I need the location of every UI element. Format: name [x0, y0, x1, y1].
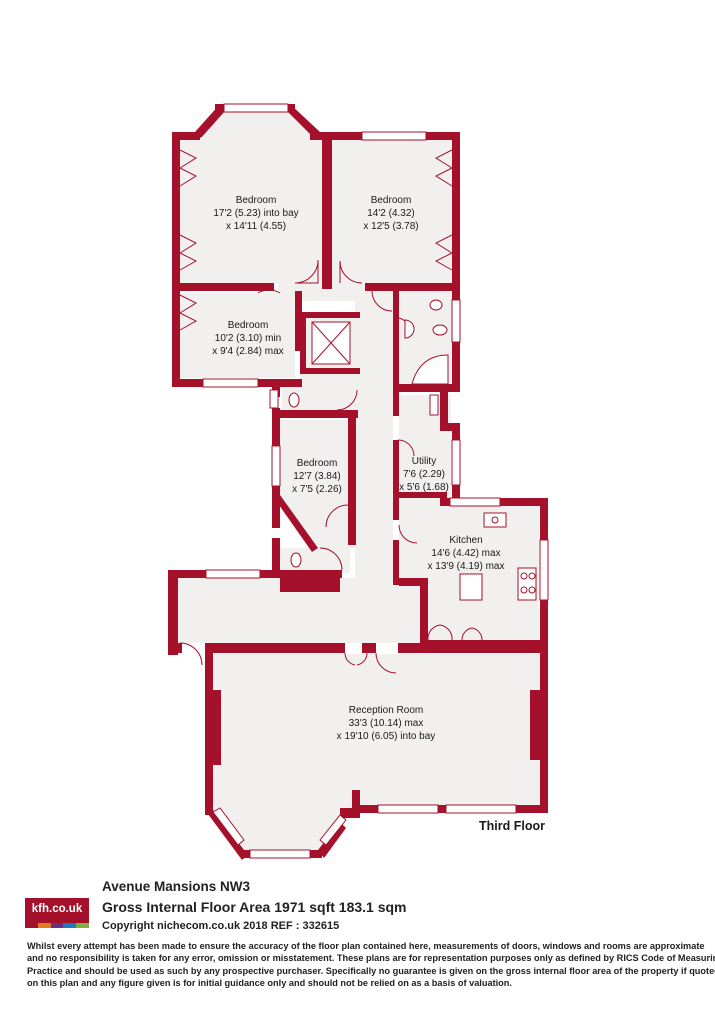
property-title: Avenue Mansions NW3 [102, 879, 251, 894]
copyright: Copyright nichecom.co.uk 2018 REF : 3326… [102, 920, 340, 932]
room-name: Bedroom [236, 195, 277, 206]
brand-logo[interactable]: kfh.co.uk [25, 898, 89, 928]
logo-stripe [76, 923, 89, 928]
room-name: Reception Room [349, 705, 423, 716]
room-name: Kitchen [449, 535, 482, 546]
room-name: Bedroom [228, 320, 269, 331]
room-dimension: 14'2 (4.32) [367, 208, 415, 219]
room-dimension: 10'2 (3.10) min [215, 333, 281, 344]
room-name: Utility [412, 456, 436, 467]
room-dimension: x 12'5 (3.78) [363, 221, 418, 232]
disclaimer-line: Practice and should be used as such by a… [27, 965, 715, 976]
logo-text: kfh.co.uk [31, 903, 83, 915]
room-label-kitchen: Kitchen 14'6 (4.42) max x 13'9 (4.19) ma… [428, 535, 505, 572]
disclaimer-line: Whilst every attempt has been made to en… [27, 941, 705, 951]
floor-plan: Bedroom 17'2 (5.23) into bay x 14'11 (4.… [168, 103, 549, 860]
room-label-bedroom-1: Bedroom 17'2 (5.23) into bay x 14'11 (4.… [213, 195, 298, 232]
floor-label: Third Floor [479, 819, 545, 833]
room-dimension: 12'7 (3.84) [293, 471, 341, 482]
room-label-bedroom-2: Bedroom 14'2 (4.32) x 12'5 (3.78) [363, 195, 418, 232]
floor-area: Gross Internal Floor Area 1971 sqft 183.… [102, 899, 407, 915]
room-dimension: x 7'5 (2.26) [292, 484, 342, 495]
room-dimension: x 5'6 (1.68) [399, 482, 449, 493]
room-label-reception: Reception Room 33'3 (10.14) max x 19'10 … [337, 705, 436, 742]
room-dimension: 14'6 (4.42) max [431, 548, 500, 559]
room-dimension: 17'2 (5.23) into bay [213, 208, 298, 219]
doors [179, 259, 483, 674]
room-dimension: 7'6 (2.29) [403, 469, 445, 480]
room-label-bedroom-3: Bedroom 10'2 (3.10) min x 9'4 (2.84) max [212, 320, 283, 357]
logo-stripe [37, 923, 51, 928]
disclaimer-line: on this plan and any figure given is for… [27, 977, 512, 988]
room-dimension: x 14'11 (4.55) [226, 221, 286, 232]
room-name: Bedroom [297, 458, 338, 469]
logo-stripe [25, 923, 38, 928]
room-label-utility: Utility 7'6 (2.29) x 5'6 (1.68) [399, 456, 449, 493]
logo-stripes [25, 923, 89, 928]
room-dimension: x 9'4 (2.84) max [212, 346, 283, 357]
disclaimer: Whilst every attempt has been made to en… [27, 940, 715, 989]
room-dimension: 33'3 (10.14) max [349, 718, 424, 729]
logo-stripe [63, 923, 77, 928]
room-dimension: x 13'9 (4.19) max [428, 561, 505, 572]
fixtures [179, 149, 537, 601]
logo-stripe [50, 923, 64, 928]
windows [202, 103, 549, 859]
room-name: Bedroom [371, 195, 412, 206]
room-label-bedroom-4: Bedroom 12'7 (3.84) x 7'5 (2.26) [292, 458, 342, 495]
room-dimension: x 19'10 (6.05) into bay [337, 731, 436, 742]
disclaimer-line: and no responsibility is taken for any e… [27, 953, 715, 964]
